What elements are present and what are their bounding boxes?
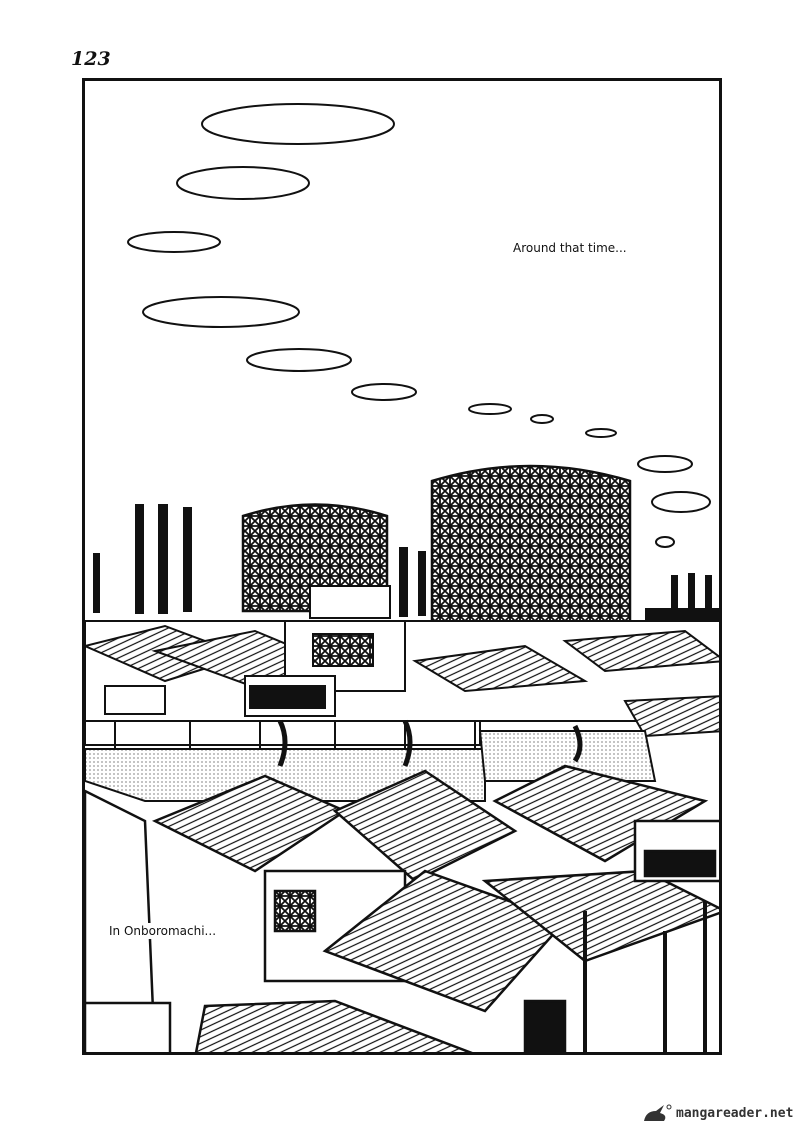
cityscape-illustration: [85, 103, 719, 1052]
foreground-roofs: [85, 764, 719, 1052]
caption-around-that-time: Around that time...: [513, 241, 627, 255]
watermark-text: mangareader.net: [676, 1105, 794, 1121]
chimneys: [93, 504, 719, 620]
town-buildings: [85, 585, 719, 738]
caption-in-onboromachi: In Onboromachi...: [107, 923, 219, 939]
watermark: mangareader.net: [642, 1103, 793, 1123]
watermark-logo-icon: [644, 1104, 672, 1121]
clouds: [127, 103, 711, 548]
page-number: 123: [71, 48, 111, 70]
gas-holders: [241, 464, 632, 628]
manga-panel: Around that time... In Onboromachi...: [82, 78, 722, 1055]
